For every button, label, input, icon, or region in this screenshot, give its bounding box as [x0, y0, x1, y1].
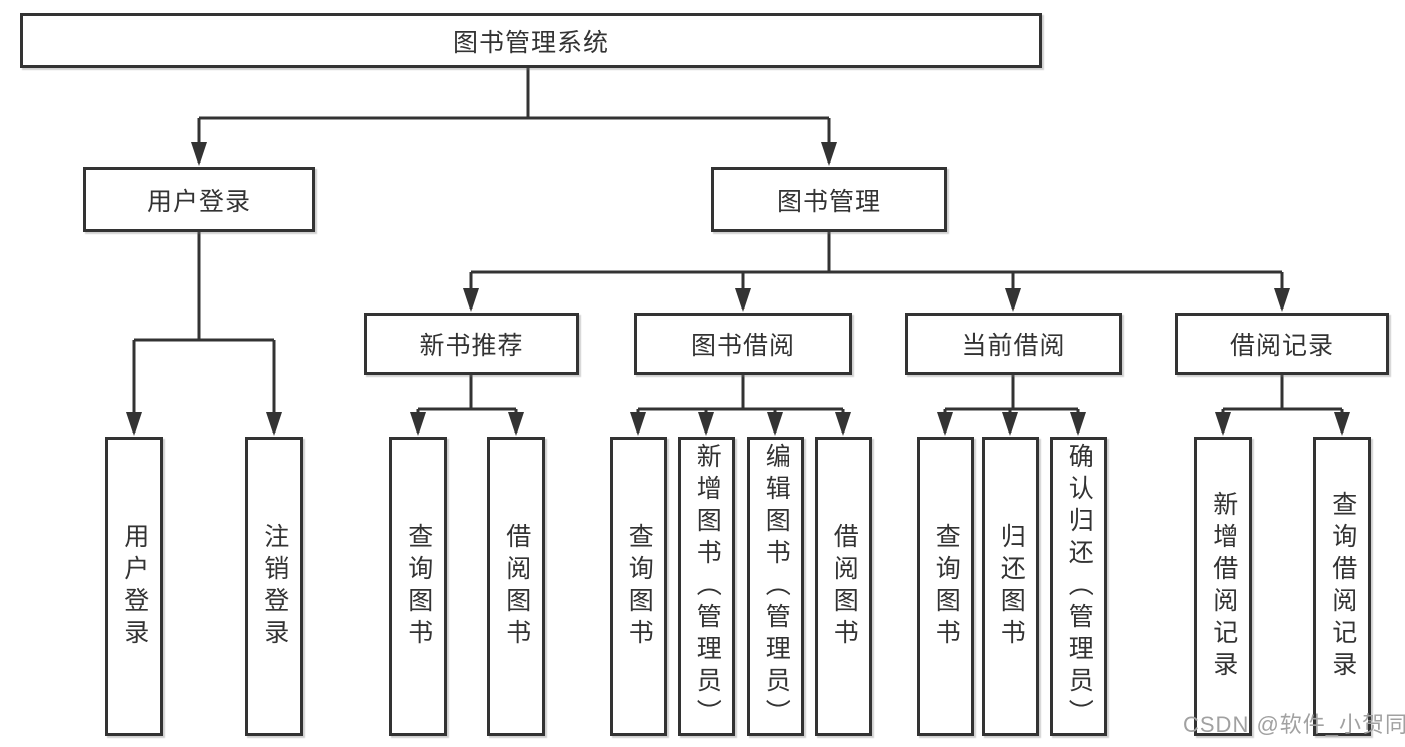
- leaf-add-book-admin-label: 新增图书（管理员）: [693, 442, 722, 731]
- node-user-login-label: 用户登录: [146, 187, 251, 216]
- leaf-borrow-books-recommend: 借阅图书: [487, 437, 545, 736]
- node-new-book-recommendation-label: 新书推荐: [419, 332, 524, 360]
- leaf-query-books-current: 查询图书: [917, 437, 974, 736]
- node-new-book-recommendation: 新书推荐: [364, 313, 579, 375]
- node-book-borrowing: 图书借阅: [634, 313, 852, 375]
- leaf-confirm-return-admin-label: 确认归还（管理员）: [1065, 442, 1094, 731]
- leaf-query-borrow-record-label: 查询借阅记录: [1328, 490, 1357, 683]
- node-borrowing-records-label: 借阅记录: [1229, 332, 1334, 360]
- node-library-system-label: 图书管理系统: [452, 28, 609, 57]
- leaf-add-borrow-record: 新增借阅记录: [1194, 437, 1252, 736]
- node-book-management-label: 图书管理: [776, 187, 881, 216]
- leaf-confirm-return-admin: 确认归还（管理员）: [1050, 437, 1107, 736]
- leaf-logout: 注销登录: [245, 437, 303, 736]
- leaf-query-books-recommend: 查询图书: [389, 437, 447, 736]
- leaf-return-book: 归还图书: [982, 437, 1039, 736]
- leaf-user-login-label: 用户登录: [120, 522, 149, 651]
- leaf-logout-label: 注销登录: [260, 522, 289, 651]
- leaf-query-books-current-label: 查询图书: [932, 522, 961, 651]
- leaf-user-login: 用户登录: [105, 437, 163, 736]
- leaf-return-book-label: 归还图书: [997, 522, 1026, 651]
- node-user-login: 用户登录: [83, 167, 315, 232]
- leaf-add-book-admin: 新增图书（管理员）: [678, 437, 735, 736]
- leaf-query-books-borrow: 查询图书: [610, 437, 667, 736]
- node-book-borrowing-label: 图书借阅: [690, 332, 795, 360]
- leaf-borrow-books-recommend-label: 借阅图书: [502, 522, 531, 651]
- node-current-borrowing: 当前借阅: [905, 313, 1122, 375]
- leaf-edit-book-admin-label: 编辑图书（管理员）: [762, 442, 791, 731]
- leaf-borrow-books-label: 借阅图书: [830, 522, 859, 651]
- node-library-system: 图书管理系统: [20, 13, 1042, 68]
- leaf-edit-book-admin: 编辑图书（管理员）: [747, 437, 804, 736]
- node-current-borrowing-label: 当前借阅: [961, 332, 1066, 360]
- leaf-add-borrow-record-label: 新增借阅记录: [1209, 490, 1238, 683]
- leaf-query-borrow-record: 查询借阅记录: [1313, 437, 1371, 736]
- leaf-borrow-books: 借阅图书: [815, 437, 872, 736]
- node-borrowing-records: 借阅记录: [1175, 313, 1389, 375]
- leaf-query-books-recommend-label: 查询图书: [404, 522, 433, 651]
- leaf-query-books-borrow-label: 查询图书: [625, 522, 654, 651]
- csdn-watermark: CSDN @软件_小贺同学: [1183, 712, 1405, 737]
- node-book-management: 图书管理: [711, 167, 947, 232]
